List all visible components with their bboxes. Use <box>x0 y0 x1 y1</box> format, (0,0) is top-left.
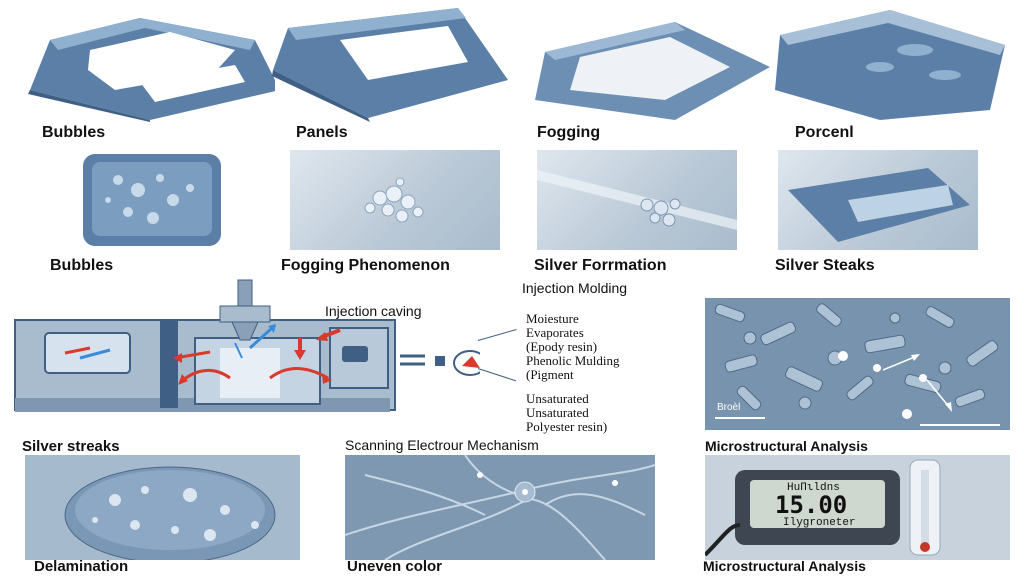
label-porcenl: Porcenl <box>795 124 854 141</box>
callout-line-lower <box>477 368 517 382</box>
part-bubbles-image <box>20 10 275 122</box>
label-panels: Panels <box>296 124 348 141</box>
closeup-silver-steaks-image <box>778 150 978 250</box>
label-fogging: Fogging <box>537 124 601 141</box>
scale-bar-label: Broèl <box>717 402 741 413</box>
note-line: Evaporates <box>526 325 584 340</box>
label-delamination: Delamination <box>34 558 129 575</box>
hygrometer-top-text: HuΠιldns <box>787 482 840 494</box>
label-uneven-color: Uneven color <box>347 558 443 575</box>
hygrometer-image: HuΠιldns 15.00 Ilygroneter <box>705 455 1010 560</box>
note-line: Unsaturated <box>526 391 589 406</box>
callout-injection-caving: Injection caving <box>325 303 422 319</box>
note-line: Polyester resin) <box>526 419 608 434</box>
closeup-silver-formation-image <box>537 150 737 250</box>
label-silver-streaks: Silver streaks <box>22 438 120 455</box>
label-microstructural-top: Microstructural Analysis <box>705 438 868 454</box>
note-line: Moiesture <box>526 311 579 326</box>
label-silver-steaks: Silver Steaks <box>775 257 875 274</box>
note-line: (Pigment <box>526 367 574 382</box>
label-bubbles-closeup: Bubbles <box>50 257 114 274</box>
part-fogging-image <box>525 12 775 122</box>
note-line: Phenolic Mulding <box>526 353 620 368</box>
closeup-fogging-image <box>290 150 500 250</box>
uneven-color-image <box>345 455 655 560</box>
delamination-image <box>25 455 300 560</box>
material-notes: Moiesture Evaporates (Epody resin) Pheno… <box>526 312 620 434</box>
label-silver-formation: Silver Forrmation <box>534 257 667 274</box>
microstructure-sem-image: Broèl <box>705 298 1010 430</box>
note-line: (Epody resin) <box>526 339 598 354</box>
callout-line <box>477 328 517 341</box>
label-fogging-phenomenon: Fogging Phenomenon <box>281 257 450 274</box>
diagram-title: Injection Molding <box>522 280 628 296</box>
part-porcenl-image <box>770 5 1010 122</box>
hygrometer-bottom-text: Ilygroneter <box>783 517 856 529</box>
label-sem-mechanism: Scanning Electrour Mechanism <box>345 437 539 453</box>
part-panels-image <box>268 0 513 122</box>
note-line: Unsaturated <box>526 405 589 420</box>
label-bubbles-top: Bubbles <box>42 124 106 141</box>
hygrometer-reading: 15.00 <box>775 491 848 519</box>
closeup-bubbles-image <box>78 150 228 250</box>
label-microstructural-bottom: Microstructural Analysis <box>703 558 866 574</box>
injection-machine-diagram <box>10 278 480 420</box>
